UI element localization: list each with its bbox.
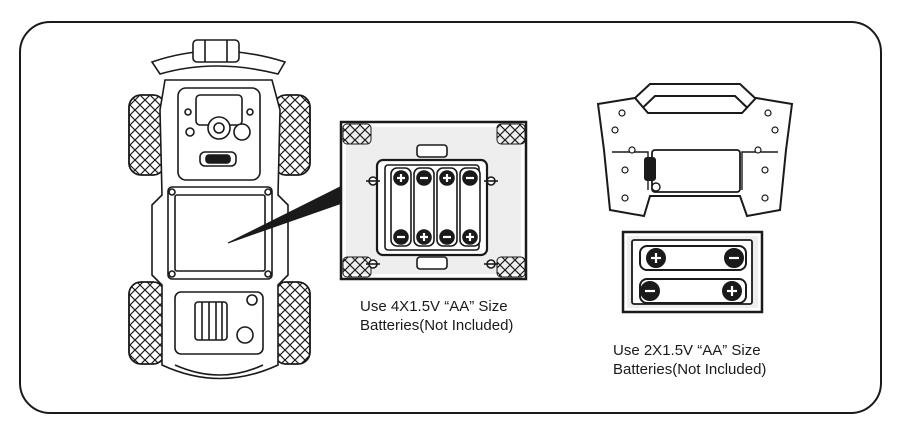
plus-icon	[420, 233, 428, 241]
car-battery-zoom	[339, 120, 528, 281]
car-battery-3	[436, 167, 458, 247]
remote-polarity-glyphs	[645, 253, 739, 296]
plus-icon	[443, 174, 451, 182]
car-battery-2	[413, 167, 435, 247]
remote-battery-1	[639, 245, 747, 271]
car-tire-rear-right	[273, 281, 311, 365]
remote-battery-cover	[651, 149, 741, 193]
car-battery-4	[459, 167, 481, 247]
remote-caption-line1: Use 2X1.5V “AA” Size	[613, 342, 761, 359]
car-caption-line1: Use 4X1.5V “AA” Size	[360, 298, 508, 315]
car-battery-1	[390, 167, 412, 247]
car-caption-line2: Batteries(Not Included)	[360, 317, 514, 334]
remote-transmitter	[596, 83, 794, 218]
remote-caption-line2: Batteries(Not Included)	[613, 361, 767, 378]
plus-icon	[651, 253, 661, 263]
plus-icon	[727, 286, 737, 296]
remote-battery-caption: Use 2X1.5V “AA” Size Batteries(Not Inclu…	[613, 341, 766, 379]
car-tire-rear-left	[128, 281, 166, 365]
plus-icon	[466, 233, 474, 241]
car-motor	[194, 301, 228, 341]
car-tire-front-left	[128, 94, 166, 176]
car-polarity-glyphs	[397, 174, 474, 241]
car-battery-caption: Use 4X1.5V “AA” Size Batteries(Not Inclu…	[360, 297, 513, 335]
rc-car-topview	[128, 39, 311, 380]
plus-icon	[397, 174, 405, 182]
remote-battery-detail	[621, 230, 764, 314]
